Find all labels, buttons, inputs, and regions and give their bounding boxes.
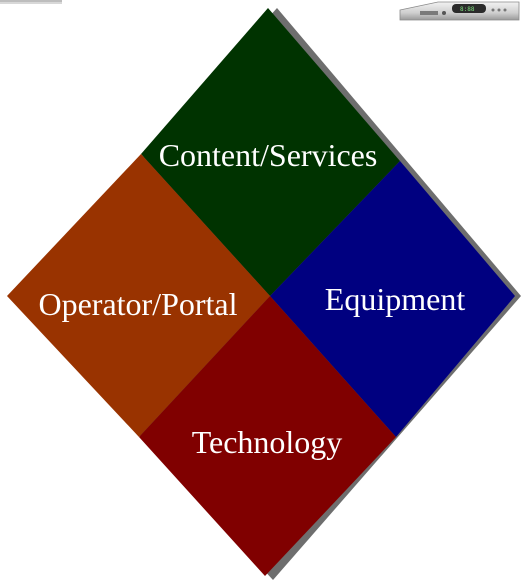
- corner-thumbnail: [0, 0, 62, 4]
- quadrant-operator-portal: [7, 154, 270, 437]
- label-equipment: Equipment: [325, 281, 466, 317]
- quadrant-content-services: [141, 8, 400, 296]
- set-top-box-image: 8:88: [399, 1, 520, 21]
- svg-text:8:88: 8:88: [460, 6, 475, 13]
- quadrant-technology: [139, 296, 396, 576]
- label-content-services: Content/Services: [159, 137, 378, 173]
- label-technology: Technology: [192, 424, 343, 460]
- label-operator-portal: Operator/Portal: [38, 286, 237, 322]
- quadrant-equipment: [270, 161, 515, 437]
